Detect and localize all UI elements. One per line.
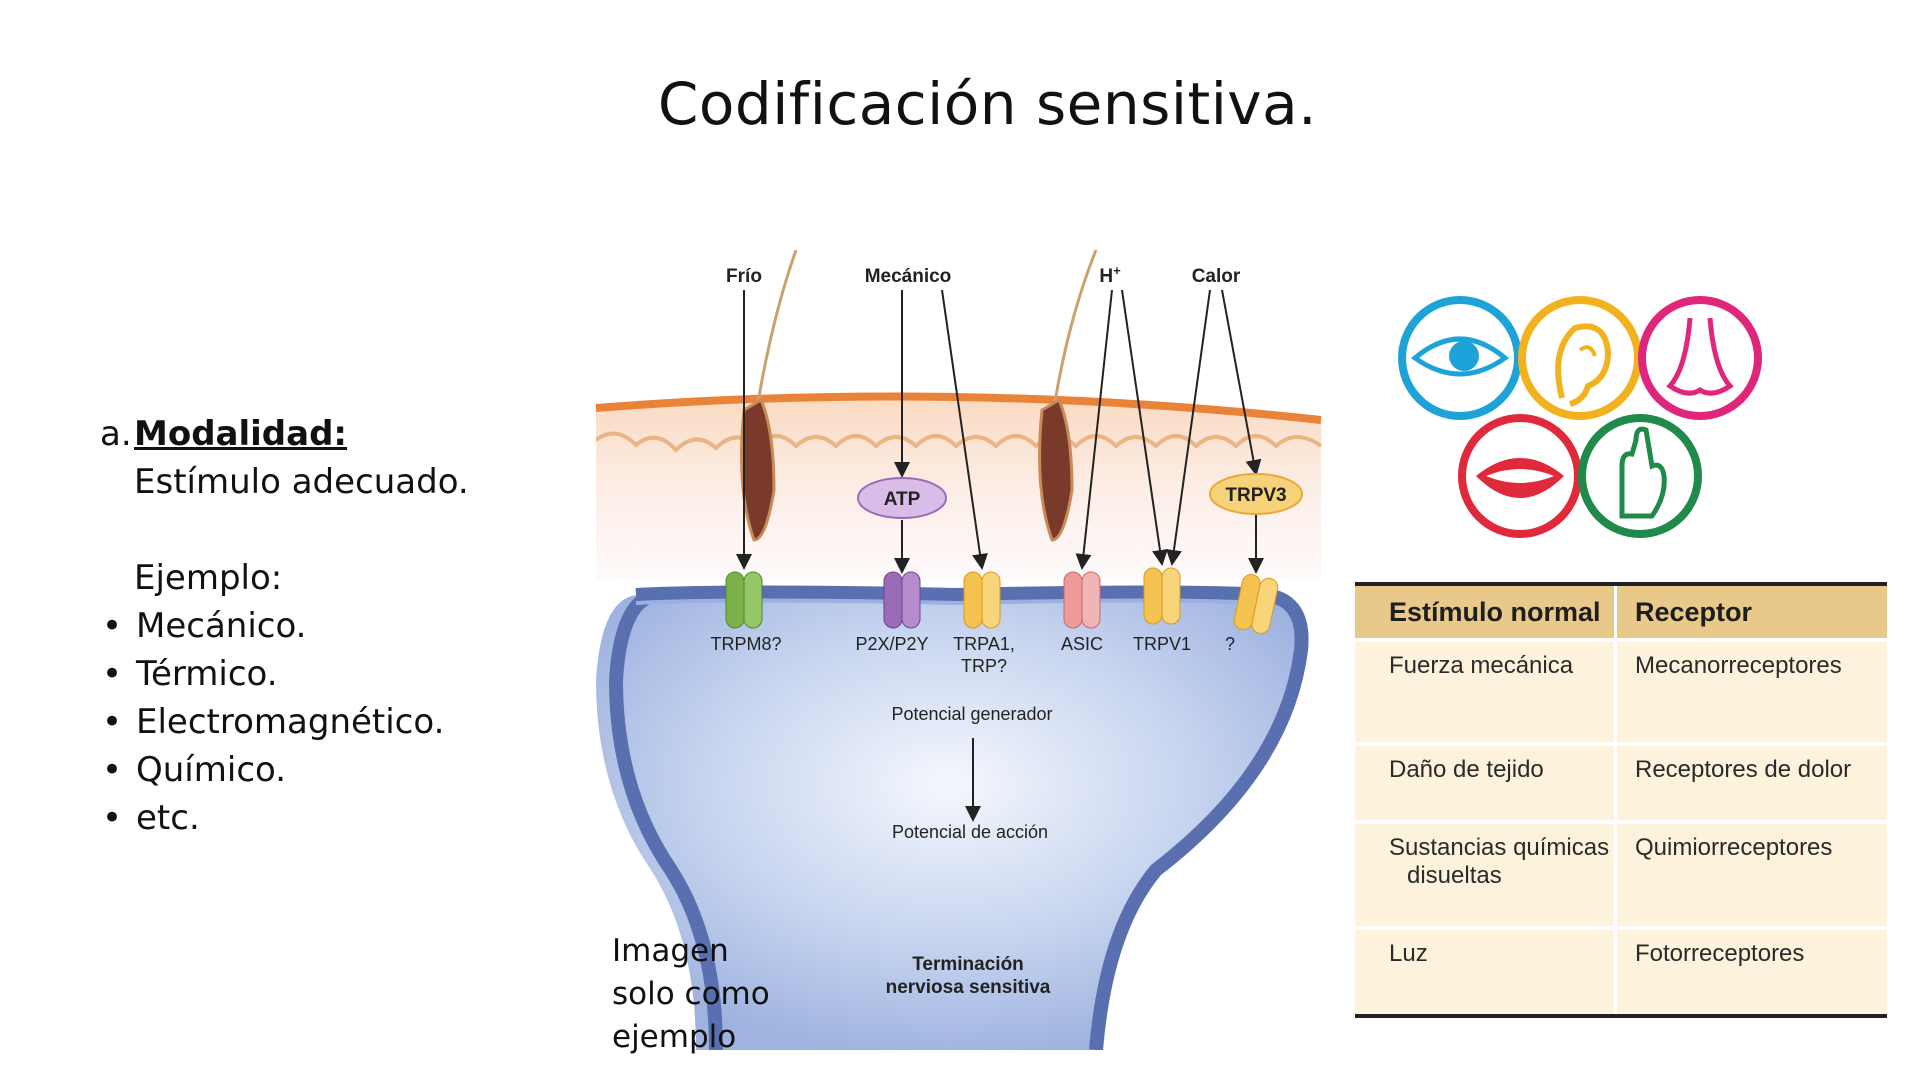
hand-icon — [1578, 414, 1702, 538]
channel-asic-label: ASIC — [1061, 634, 1103, 654]
list-item: • Químico. — [100, 746, 550, 794]
nose-icon — [1638, 296, 1762, 420]
bullet-text: Mecánico. — [136, 606, 307, 646]
channel-trpm8-label: TRPM8? — [710, 634, 781, 654]
nerve-terminal — [596, 585, 1309, 1050]
sensory-receptor-diagram: ATP TRPV3 Frío Mecánico H+ Calor TRPM8? … — [596, 250, 1323, 1050]
stimulus-text: Luz — [1389, 940, 1428, 967]
example-note: Imagen solo como ejemplo — [612, 933, 770, 1055]
atp-mediator: ATP — [857, 477, 947, 519]
senses-icons — [1398, 296, 1762, 538]
channel-asic — [1063, 571, 1101, 629]
table-row: Daño de tejido Receptores de dolor — [1355, 746, 1887, 820]
stimulus-cell: Luz — [1355, 930, 1617, 1014]
list-item: • Mecánico. — [100, 602, 550, 650]
channel-p2x-label: P2X/P2Y — [855, 634, 928, 654]
mouth-icon — [1458, 414, 1582, 538]
stimulus-text: Sustancias químicas — [1389, 834, 1610, 861]
bullet-icon: • — [102, 750, 123, 790]
table-row: Luz Fotorreceptores — [1355, 930, 1887, 1014]
stimulus-receptor-table: Estímulo normal Receptor Fuerza mecánica… — [1355, 582, 1887, 1018]
bullet-icon: • — [102, 654, 123, 694]
receptor-cell: Mecanorreceptores — [1635, 652, 1842, 679]
channel-trpa1 — [963, 571, 1001, 629]
bullet-icon: • — [102, 606, 123, 646]
channel-trpa1-label-2: TRP? — [961, 656, 1007, 676]
stimulus-proton-label: H+ — [1099, 263, 1121, 287]
example-list: •Mecánico. •Térmico. •Electromagnético. … — [100, 602, 550, 842]
terminal-label: Terminación — [912, 954, 1024, 975]
hair-follicle-left — [740, 250, 798, 542]
channel-trpv1-label: TRPV1 — [1133, 634, 1191, 654]
spacer — [100, 506, 550, 554]
stimulus-text: Daño de tejido — [1389, 756, 1544, 783]
table-row: Fuerza mecánica Mecanorreceptores — [1355, 642, 1887, 742]
slide-title: Codificación sensitiva. — [657, 70, 1318, 138]
stimulus-text: Fuerza mecánica — [1389, 652, 1574, 679]
receptor-cell: Receptores de dolor — [1635, 756, 1852, 783]
receptor-cell: Quimiorreceptores — [1635, 834, 1833, 861]
modality-heading: Modalidad: — [134, 414, 347, 454]
table-row: Sustancias químicas disueltas Quimiorrec… — [1355, 824, 1887, 926]
modality-subtitle: Estímulo adecuado. — [134, 462, 469, 502]
channel-unknown-label: ? — [1225, 634, 1235, 654]
stimulus-arrows — [736, 289, 1264, 822]
header-stimulus: Estímulo normal — [1355, 586, 1617, 638]
stimulus-mechanical-label: Mecánico — [865, 266, 952, 287]
trpv3-label: TRPV3 — [1225, 485, 1286, 506]
ear-icon — [1518, 296, 1642, 420]
channel-p2x — [883, 571, 921, 629]
channel-unknown — [1233, 574, 1279, 634]
channel-trpv1 — [1143, 567, 1181, 625]
list-item: • Térmico. — [100, 650, 550, 698]
terminal-label-2: nerviosa sensitiva — [886, 977, 1051, 998]
atp-label: ATP — [884, 489, 921, 510]
channel-trpa1-label: TRPA1, — [953, 634, 1015, 654]
list-item: • Electromagnético. — [100, 698, 550, 746]
stimulus-text-2: disueltas — [1407, 862, 1502, 889]
table-body: Fuerza mecánica Mecanorreceptores Daño d… — [1355, 642, 1887, 1014]
list-item: • etc. — [100, 794, 550, 842]
bullet-icon: • — [102, 702, 123, 742]
generator-potential-label: Potencial generador — [891, 704, 1052, 724]
list-marker: a. — [100, 414, 132, 454]
receptor-cell: Fotorreceptores — [1635, 940, 1805, 967]
bullet-icon: • — [102, 798, 123, 838]
header-receptor: Receptor — [1635, 596, 1753, 627]
modality-text-block: a. Modalidad: Estímulo adecuado. Ejemplo… — [100, 410, 550, 842]
eye-icon — [1398, 296, 1522, 420]
action-potential-label: Potencial de acción — [892, 822, 1048, 842]
bullet-text: Térmico. — [136, 654, 278, 694]
stimulus-heat-label: Calor — [1192, 266, 1241, 287]
stimulus-cell: Sustancias químicas disueltas — [1355, 824, 1617, 926]
bullet-text: Químico. — [136, 750, 287, 790]
bullet-text: etc. — [136, 798, 200, 838]
stimulus-cell: Fuerza mecánica — [1355, 642, 1617, 742]
bullet-text: Electromagnético. — [136, 702, 445, 742]
example-label: Ejemplo: — [134, 558, 283, 598]
table-header: Estímulo normal Receptor — [1355, 586, 1887, 638]
trpv3-mediator: TRPV3 — [1209, 473, 1303, 515]
channel-trpm8 — [725, 571, 763, 629]
modality-heading-row: a. Modalidad: — [100, 410, 550, 458]
stimulus-cold-label: Frío — [726, 266, 762, 287]
stimulus-cell: Daño de tejido — [1355, 746, 1617, 820]
hair-follicle-right — [1038, 250, 1098, 542]
